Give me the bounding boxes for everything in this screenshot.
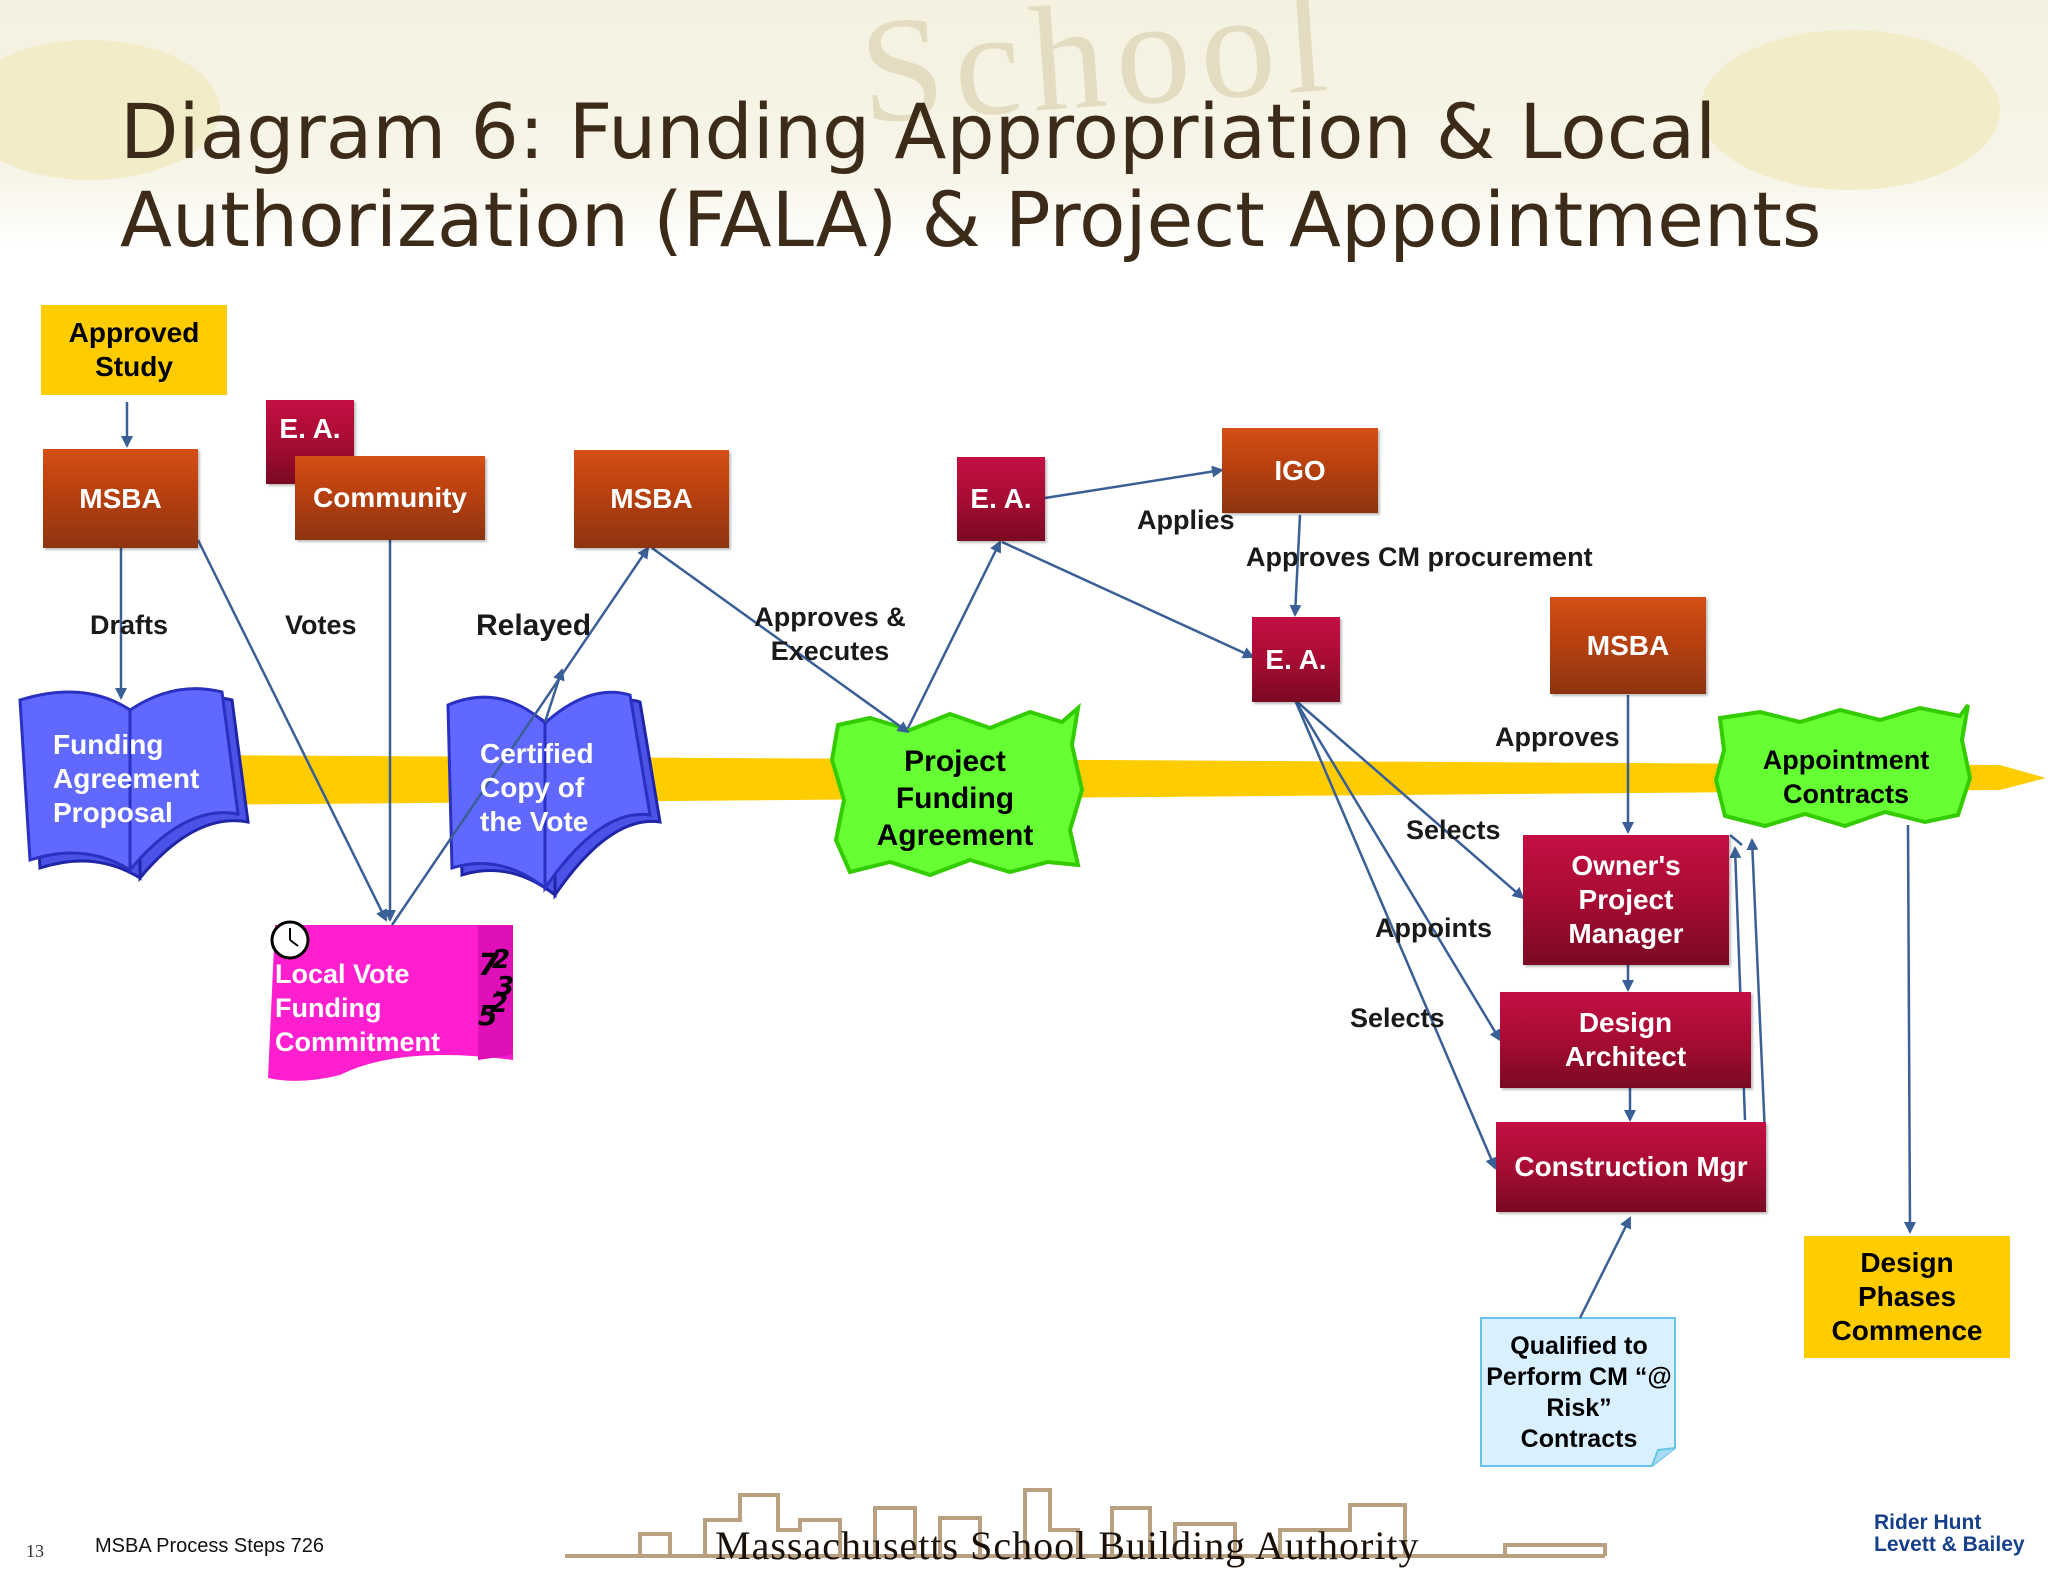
- approves-label: Approves: [1495, 722, 1620, 752]
- community-label: Community: [313, 482, 467, 514]
- arrow-msba-to-vote: [196, 539, 388, 922]
- arrow-cm-to-contracts: [1746, 838, 1767, 1136]
- arrow-relayed: [390, 546, 650, 926]
- msba-label-1: MSBA: [79, 482, 162, 514]
- design-phases-label: Design Phases Commence: [1831, 1247, 1983, 1346]
- arrow-approves-executes: [651, 546, 910, 734]
- certified-copy-label: Certified Copy of the Vote: [480, 738, 594, 837]
- footer-org-name: Massachusetts School Building Authority: [715, 1523, 1420, 1568]
- funding-agreement-proposal-label: Funding Agreement Proposal: [53, 729, 200, 828]
- arrow-appoints: [1293, 699, 1502, 1042]
- arrow-relayed-short: [543, 668, 565, 723]
- igo-label: IGO: [1274, 454, 1326, 486]
- svg-text:3: 3: [496, 972, 514, 1002]
- title-line-1: Diagram 6: Funding Appropriation & Local: [120, 87, 1717, 176]
- design-phases-box: Design Phases Commence: [1804, 1236, 2010, 1358]
- project-funding-agreement-text: Project Funding Agreement: [876, 744, 1034, 852]
- logo-line-2: Levett & Bailey: [1874, 1533, 2025, 1556]
- project-funding-agreement-label: Project Funding Agreement: [860, 738, 1050, 858]
- approves-executes-label: Approves & Executes: [754, 602, 906, 666]
- relayed-label: Relayed: [476, 609, 592, 642]
- arrow-contracts-to-design: [1903, 824, 1916, 1234]
- qualified-cm-text: Qualified to Perform CM “@ Risk” Contrac…: [1486, 1331, 1672, 1453]
- certified-copy-book-icon: [446, 690, 662, 900]
- local-vote-document-icon: 7 2 3 5 2: [268, 920, 514, 1081]
- applies-label: Applies: [1137, 505, 1235, 535]
- ea-label-3: E. A.: [1265, 643, 1327, 675]
- selects-label-1: Selects: [1406, 815, 1501, 845]
- page-number: 13: [26, 1541, 44, 1561]
- msba-box-1: MSBA: [43, 449, 198, 548]
- banner-decoration: [0, 40, 220, 180]
- msba-box-3: MSBA: [1550, 597, 1706, 694]
- arrow-ea-to-ea: [1001, 540, 1255, 659]
- svg-text:5: 5: [478, 999, 497, 1032]
- svg-text:2: 2: [490, 989, 508, 1019]
- drafts-label: Drafts: [90, 610, 169, 640]
- svg-text:7: 7: [478, 948, 499, 983]
- rider-hunt-logo: Rider Hunt Levett & Bailey: [1874, 1512, 2025, 1556]
- msba-label-2: MSBA: [610, 483, 693, 515]
- arrow-approves-cm: [1289, 514, 1302, 617]
- funding-agreement-book-icon: [18, 687, 250, 883]
- project-funding-agreement-shape: [829, 702, 1085, 878]
- svg-text:2: 2: [492, 945, 510, 975]
- approves-cm-label: Approves CM procurement: [1246, 542, 1593, 572]
- connector-arrows: [115, 402, 1916, 1319]
- appoints-label: Appoints: [1375, 913, 1492, 943]
- approved-study-box: Approved Study: [41, 305, 227, 395]
- ea-label-2: E. A.: [970, 483, 1032, 515]
- arrow-applies: [1044, 465, 1224, 500]
- msba-box-2: MSBA: [574, 450, 729, 548]
- page-title: Diagram 6: Funding Appropriation & Local…: [120, 88, 1821, 264]
- qualified-cm-note-label: Qualified to Perform CM “@ Risk” Contrac…: [1485, 1330, 1673, 1455]
- votes-label: Votes: [285, 610, 357, 640]
- ea-label-1: E. A.: [279, 413, 341, 444]
- banner-decoration: [1700, 30, 2000, 190]
- igo-box: IGO: [1222, 428, 1378, 513]
- owners-project-manager-label: Owner's Project Manager: [1568, 850, 1684, 949]
- title-banner: School: [0, 0, 2048, 250]
- arrow-opm-to-contracts: [1729, 834, 1743, 846]
- appointment-contracts-label: Appointment Contracts: [1735, 732, 1957, 822]
- title-line-2: Authorization (FALA) & Project Appointme…: [120, 175, 1822, 264]
- appointment-contracts-text: Appointment Contracts: [1762, 745, 1930, 809]
- community-box: Community: [295, 456, 485, 540]
- local-vote-label: Local Vote Funding Commitment: [275, 959, 441, 1057]
- arrow-selects-cm: [1293, 699, 1497, 1170]
- design-architect-label: Design Architect: [1564, 1007, 1687, 1072]
- arrow-qualified-to-cm: [1578, 1216, 1632, 1319]
- construction-mgr-box: Construction Mgr: [1496, 1122, 1766, 1212]
- logo-line-1: Rider Hunt: [1874, 1511, 1982, 1534]
- construction-mgr-label: Construction Mgr: [1514, 1151, 1748, 1183]
- arrow-selects-opm: [1294, 699, 1525, 900]
- approved-study-label: Approved Study: [68, 317, 200, 382]
- ea-box-2: E. A.: [957, 457, 1045, 541]
- footer-process-text: MSBA Process Steps 726: [95, 1535, 325, 1557]
- appointment-contracts-shape: [1713, 703, 1973, 829]
- design-architect-box: Design Architect: [1500, 992, 1751, 1088]
- msba-label-3: MSBA: [1586, 629, 1670, 661]
- ea-box-3: E. A.: [1252, 617, 1340, 702]
- owners-project-manager-box: Owner's Project Manager: [1523, 835, 1729, 965]
- selects-label-2: Selects: [1350, 1003, 1445, 1033]
- arrow-agreement-to-ea: [906, 540, 1002, 729]
